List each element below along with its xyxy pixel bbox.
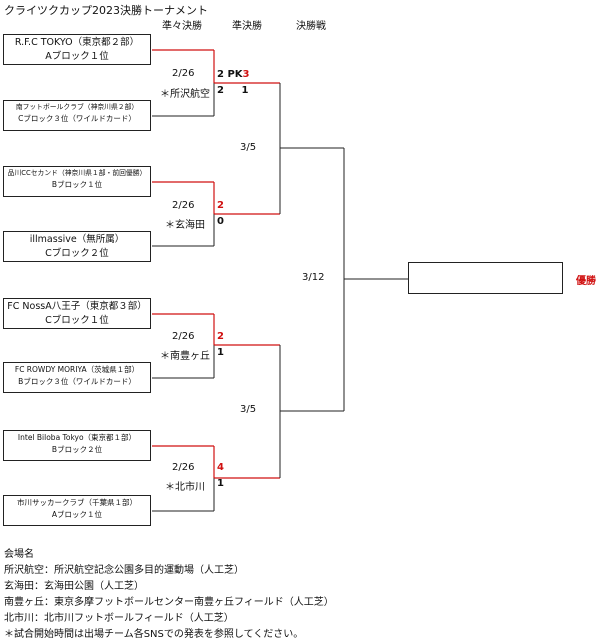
round-header-semifinal: 準決勝 — [232, 21, 262, 32]
team-slot-8: 市川サッカークラブ（千葉県１部） Aブロック１位 — [3, 495, 151, 526]
qf3-top-score: 2 — [217, 331, 224, 342]
team-block: Cブロック２位 — [45, 247, 109, 259]
qf2-venue: ＊玄海田 — [165, 220, 205, 231]
champion-label: 優勝 — [576, 276, 596, 287]
qf1-date: 2/26 — [172, 68, 195, 79]
qf4-bottom-score: 1 — [217, 478, 224, 489]
qf1-top-score: 2 PK3 — [217, 69, 250, 80]
venue-line-1: 所沢航空：所沢航空記念公園多目的運動場（人工芝） — [4, 565, 244, 576]
round-header-quarterfinal: 準々決勝 — [162, 21, 202, 32]
team-block: Aブロック１位 — [45, 50, 109, 62]
champion-box — [408, 262, 563, 294]
team-block: Cブロック３位（ワイルドカード） — [18, 113, 136, 123]
qf3-venue: ＊南豊ヶ丘 — [160, 351, 210, 362]
qf1-venue: ＊所沢航空 — [160, 89, 210, 100]
qf2-date: 2/26 — [172, 200, 195, 211]
qf3-bottom-score: 1 — [217, 347, 224, 358]
round-header-final: 決勝戦 — [296, 21, 326, 32]
pk-score: 3 — [242, 69, 250, 80]
team-block: Bブロック１位 — [51, 179, 103, 189]
team-slot-7: Intel Biloba Tokyo（東京都１部） Bブロック２位 — [3, 430, 151, 461]
team-name: FC NossA八王子（東京都３部） — [7, 301, 147, 312]
page-title: クライツクカップ2023決勝トーナメント — [4, 4, 208, 17]
qf2-bottom-score: 0 — [217, 216, 224, 227]
team-slot-2: 南フットボールクラブ（神奈川県２部） Cブロック３位（ワイルドカード） — [3, 100, 151, 131]
team-slot-1: R.F.C TOKYO（東京都２部） Aブロック１位 — [3, 34, 151, 65]
sf2-date: 3/5 — [240, 404, 257, 415]
venue-line-4: 北市川：北市川フットボールフィールド（人工芝） — [4, 613, 234, 624]
venue-line-2: 玄海田：玄海田公園（人工芝） — [4, 581, 144, 592]
qf4-date: 2/26 — [172, 462, 195, 473]
start-time-note: ＊試合開始時間は出場チーム各SNSでの発表を参照してください。 — [4, 629, 304, 640]
team-name: 市川サッカークラブ（千葉県１部） — [17, 498, 137, 507]
sf1-date: 3/5 — [240, 142, 257, 153]
pk-label: PK — [227, 69, 243, 80]
team-name: 南フットボールクラブ（神奈川県２部） — [15, 103, 139, 111]
team-name: illmassive（無所属） — [29, 234, 125, 245]
team-name: Intel Biloba Tokyo（東京都１部） — [17, 433, 137, 442]
pk-score: 1 — [241, 85, 249, 96]
qf1-bottom-score: 2 1 — [217, 85, 248, 96]
venue-line-3: 南豊ヶ丘：東京多摩フットボールセンター南豊ヶ丘フィールド（人工芝） — [4, 597, 334, 608]
team-slot-3: 品川CCセカンド（神奈川県１部・前回優勝） Bブロック１位 — [3, 166, 151, 197]
team-block: Cブロック１位 — [45, 314, 109, 326]
venue-heading: 会場名 — [4, 549, 34, 560]
team-name: 品川CCセカンド（神奈川県１部・前回優勝） — [7, 169, 147, 177]
team-slot-5: FC NossA八王子（東京都３部） Cブロック１位 — [3, 298, 151, 329]
team-block: Bブロック２位 — [51, 444, 103, 454]
qf3-date: 2/26 — [172, 331, 195, 342]
qf4-top-score: 4 — [217, 462, 224, 473]
team-block: Bブロック３位（ワイルドカード） — [18, 376, 136, 386]
score-value: 2 — [217, 85, 224, 96]
qf2-top-score: 2 — [217, 200, 224, 211]
score-value: 2 — [217, 69, 224, 80]
team-slot-4: illmassive（無所属） Cブロック２位 — [3, 231, 151, 262]
qf4-venue: ＊北市川 — [165, 482, 205, 493]
team-name: R.F.C TOKYO（東京都２部） — [14, 37, 140, 48]
team-name: FC ROWDY MORIYA（茨城県１部） — [14, 365, 140, 374]
team-slot-6: FC ROWDY MORIYA（茨城県１部） Bブロック３位（ワイルドカード） — [3, 362, 151, 393]
team-block: Aブロック１位 — [51, 509, 103, 519]
final-date: 3/12 — [302, 272, 325, 283]
